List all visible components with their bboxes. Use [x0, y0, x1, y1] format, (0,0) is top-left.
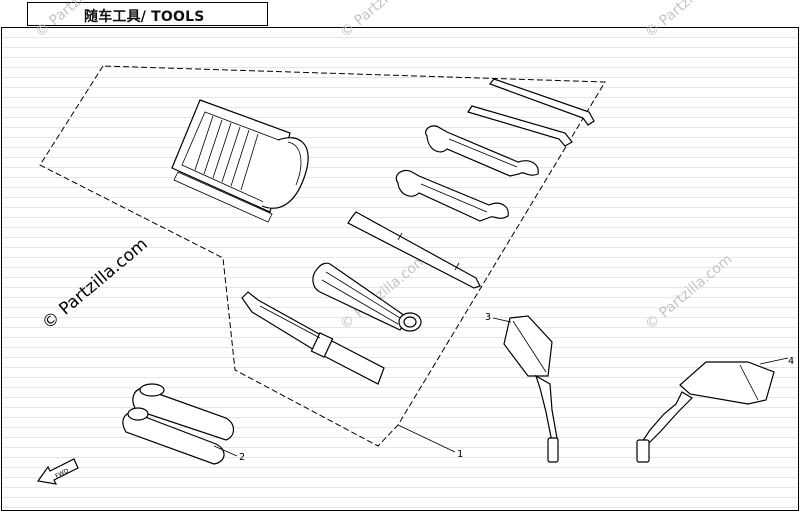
callout-2: 2	[239, 452, 245, 463]
page-title: 随车工具/ TOOLS	[84, 9, 205, 25]
mirror-left	[503, 315, 559, 463]
callout-1: 1	[457, 449, 463, 460]
forward-arrow: FWD	[36, 458, 79, 485]
screwdriver-handle	[312, 262, 422, 332]
mirror-right	[636, 361, 775, 463]
toolkit-boundary	[39, 65, 606, 447]
open-end-wrench	[395, 169, 509, 222]
screwdriver-shaft	[347, 211, 481, 289]
leader-lines	[213, 317, 789, 457]
watermark-text: © Partzilla.com	[642, 251, 735, 333]
hex-key-wrench	[467, 78, 595, 147]
watermarks: © Partzilla.com © Partzilla.com © Partzi…	[32, 0, 735, 333]
watermark-text: © Partzilla.com	[32, 0, 125, 41]
callout-3: 3	[485, 312, 491, 323]
title-box: 随车工具/ TOOLS	[27, 2, 268, 26]
tool-pouch	[171, 99, 309, 223]
watermark-text: © Partzilla.com	[38, 234, 151, 334]
callout-4: 4	[788, 356, 794, 367]
rubber-bands	[122, 383, 235, 465]
watermark-text: © Partzilla.com	[337, 0, 430, 41]
watermark-text: © Partzilla.com	[642, 0, 735, 41]
open-end-wrench	[425, 125, 539, 177]
spark-plug-wrench	[241, 291, 385, 385]
